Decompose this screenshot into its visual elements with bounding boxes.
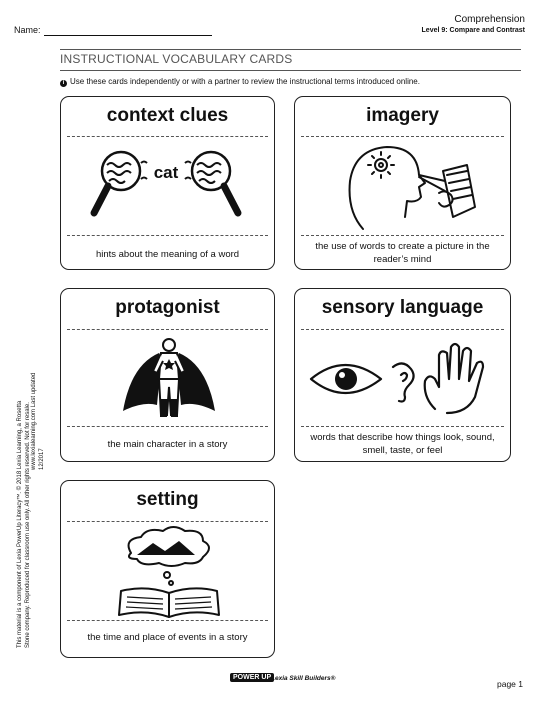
card-divider: [67, 235, 268, 236]
card-term: imagery: [366, 105, 439, 126]
reader-imagining-icon: [295, 141, 510, 233]
card-term: setting: [136, 489, 199, 510]
card-term: context clues: [106, 105, 229, 126]
card-divider: [67, 620, 268, 621]
open-book-scene-icon: [61, 525, 274, 621]
name-line[interactable]: [44, 35, 212, 36]
card-divider: [301, 235, 504, 236]
card-divider: [67, 329, 268, 330]
vocab-card-setting: setting the time and place of events in …: [60, 480, 275, 658]
card-divider: [301, 426, 504, 427]
info-icon: i: [60, 80, 67, 87]
art-word: cat: [154, 163, 179, 182]
vocab-card-sensory-language: sensory language words that describe how…: [294, 288, 511, 462]
header-rule-top: [60, 49, 521, 50]
superhero-icon: [61, 335, 274, 427]
card-divider: [67, 521, 268, 522]
vocab-card-protagonist: protagonist the main character in a stor…: [60, 288, 275, 462]
course-title: Comprehension: [454, 14, 525, 25]
card-divider: [67, 426, 268, 427]
senses-icon: [295, 339, 510, 425]
card-definition: the use of words to create a picture in …: [315, 241, 490, 265]
level-title: Level 9: Compare and Contrast: [421, 27, 525, 34]
vocab-card-imagery: imagery the use of words to create a pic…: [294, 96, 511, 270]
card-definition: hints about the meaning of a word: [95, 249, 240, 260]
card-divider: [67, 136, 268, 137]
card-divider: [301, 136, 504, 137]
card-term: protagonist: [115, 297, 220, 318]
lexia-skill-builders-logo: Lexia Skill Builders®: [271, 675, 336, 682]
name-label: Name:: [14, 25, 41, 35]
card-definition: the time and place of events in a story: [87, 632, 248, 643]
header-rule-bottom: [60, 70, 521, 71]
card-term: sensory language: [321, 297, 484, 318]
card-definition: the main character in a story: [107, 439, 228, 450]
section-title: INSTRUCTIONAL VOCABULARY CARDS: [60, 52, 293, 66]
powerup-logo: POWER UP: [230, 673, 275, 682]
card-divider: [301, 329, 504, 330]
card-definition: words that describe how things look, sou…: [310, 432, 495, 456]
instructions-text: Use these cards independently or with a …: [70, 77, 420, 86]
page-number: page 1: [497, 679, 523, 689]
vocab-card-context-clues: context clues cat hi: [60, 96, 275, 270]
magnifying-glasses-icon: cat: [61, 143, 274, 233]
website-note: www.lexialearning.com Last updated 12/20…: [31, 372, 45, 470]
